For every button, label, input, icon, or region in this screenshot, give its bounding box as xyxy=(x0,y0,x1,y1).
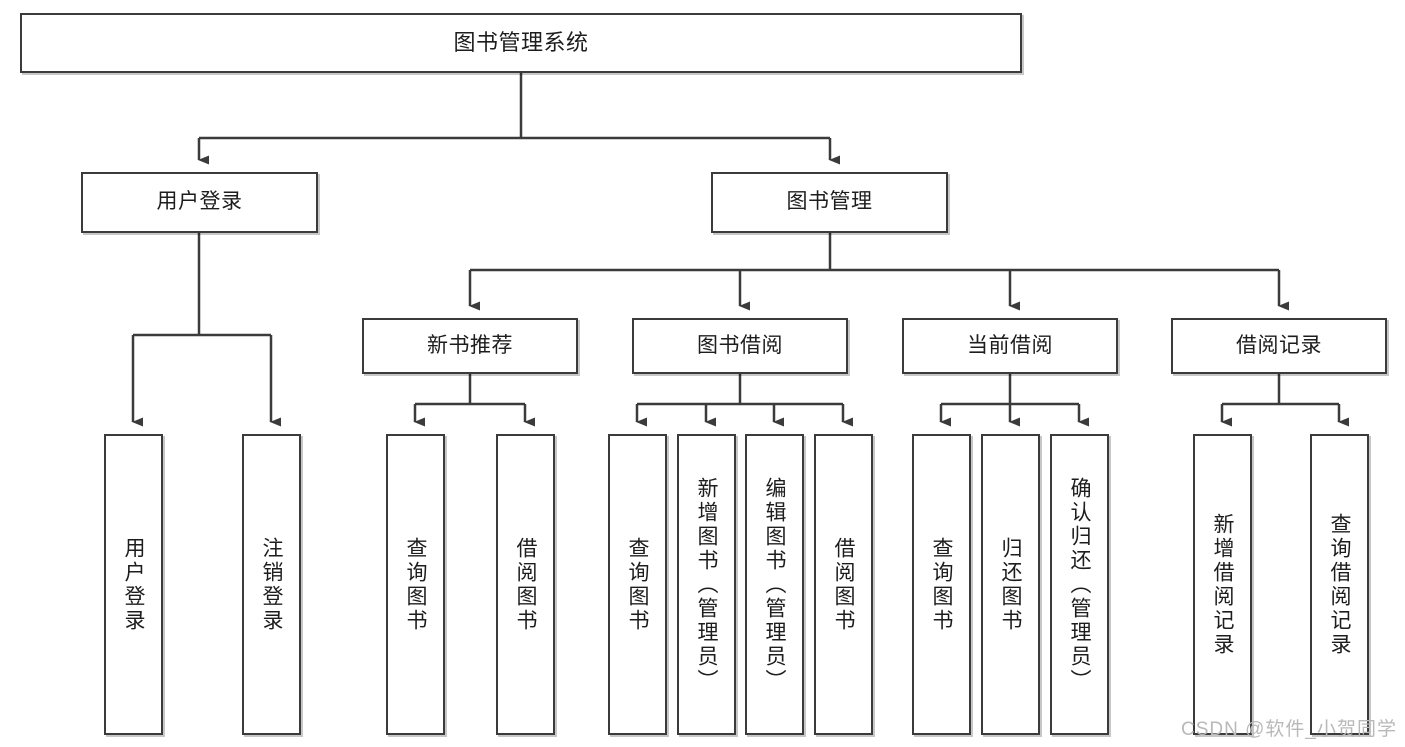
node-leaf-confirm-return[interactable]: 确认归还（管理员） xyxy=(1050,434,1109,735)
node-root[interactable]: 图书管理系统 xyxy=(20,13,1022,73)
connector-group-current-borrow xyxy=(939,374,1089,427)
connector-group-book-borrow xyxy=(635,374,853,427)
node-leaf-borrow-book-1[interactable]: 借阅图书 xyxy=(496,434,555,735)
node-leaf-query-book-3[interactable]: 查询图书 xyxy=(912,434,971,735)
node-borrow-record[interactable]: 借阅记录 xyxy=(1171,318,1387,374)
node-leaf-query-record-label: 查询借阅记录 xyxy=(1328,512,1352,657)
node-leaf-query-book-1[interactable]: 查询图书 xyxy=(386,434,445,735)
node-user-login-label: 用户登录 xyxy=(156,190,243,214)
node-leaf-query-record[interactable]: 查询借阅记录 xyxy=(1310,434,1369,735)
node-current-borrow-label: 当前借阅 xyxy=(967,333,1053,357)
node-leaf-return-book-label: 归还图书 xyxy=(999,536,1023,633)
node-leaf-logout-login[interactable]: 注销登录 xyxy=(242,434,301,735)
node-book-management[interactable]: 图书管理 xyxy=(711,172,948,233)
node-current-borrow[interactable]: 当前借阅 xyxy=(902,318,1118,374)
node-book-borrow-label: 图书借阅 xyxy=(697,333,783,357)
node-leaf-user-login[interactable]: 用户登录 xyxy=(104,434,163,735)
connector-group-borrow-record xyxy=(1220,374,1349,427)
node-leaf-confirm-return-label: 确认归还（管理员） xyxy=(1068,476,1092,693)
node-leaf-logout-login-label: 注销登录 xyxy=(260,536,284,633)
node-leaf-add-book-label: 新增图书（管理员） xyxy=(695,476,719,693)
node-leaf-edit-book[interactable]: 编辑图书（管理员） xyxy=(745,434,804,735)
node-leaf-return-book[interactable]: 归还图书 xyxy=(981,434,1040,735)
connector-group-user-login xyxy=(131,233,281,427)
node-leaf-query-book-1-label: 查询图书 xyxy=(404,536,428,633)
node-leaf-user-login-label: 用户登录 xyxy=(122,536,146,633)
node-leaf-query-book-2-label: 查询图书 xyxy=(626,536,650,633)
node-book-management-label: 图书管理 xyxy=(786,190,873,214)
node-new-book-recommend[interactable]: 新书推荐 xyxy=(362,318,578,374)
node-leaf-borrow-book-2[interactable]: 借阅图书 xyxy=(814,434,873,735)
node-leaf-query-book-3-label: 查询图书 xyxy=(930,536,954,633)
connector-group-new-book-recommend xyxy=(413,374,535,427)
connector-group-book-management xyxy=(468,233,1289,311)
node-user-login[interactable]: 用户登录 xyxy=(81,172,318,233)
node-leaf-borrow-book-2-label: 借阅图书 xyxy=(832,536,856,633)
node-borrow-record-label: 借阅记录 xyxy=(1236,333,1322,357)
node-leaf-add-book[interactable]: 新增图书（管理员） xyxy=(677,434,736,735)
connector-group-root xyxy=(197,73,840,165)
node-leaf-add-record-label: 新增借阅记录 xyxy=(1211,512,1235,657)
node-leaf-add-record[interactable]: 新增借阅记录 xyxy=(1193,434,1252,735)
node-leaf-edit-book-label: 编辑图书（管理员） xyxy=(763,476,787,693)
node-leaf-query-book-2[interactable]: 查询图书 xyxy=(608,434,667,735)
node-root-label: 图书管理系统 xyxy=(453,29,589,55)
node-leaf-borrow-book-1-label: 借阅图书 xyxy=(514,536,538,633)
node-new-book-recommend-label: 新书推荐 xyxy=(427,333,513,357)
node-book-borrow[interactable]: 图书借阅 xyxy=(632,318,848,374)
